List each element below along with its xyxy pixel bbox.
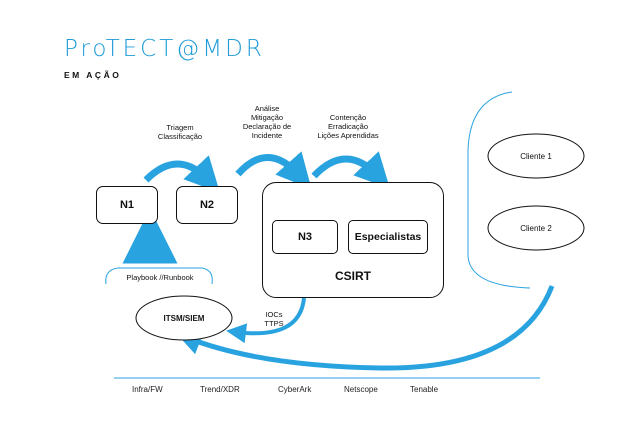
tool-infra-fw: Infra/FW xyxy=(132,385,163,394)
label-line: Erradicação xyxy=(327,122,369,131)
cliente1-ellipse xyxy=(487,133,585,179)
n2-box: N2 xyxy=(176,186,238,224)
label-line: TTPS xyxy=(264,319,284,328)
page-subtitle: EM AÇÃO xyxy=(64,70,122,80)
label-line: Lições Aprendidas xyxy=(317,131,379,140)
label-line: Declaração de xyxy=(242,122,292,131)
arrow-csirt-to-itsm xyxy=(226,297,306,344)
client-bracket xyxy=(467,91,531,289)
playbook-label: Playbook //Runbook xyxy=(126,273,194,282)
label-line: Incidente xyxy=(251,131,283,140)
triagem-label: Triagem Classificação xyxy=(140,123,220,141)
playbook-bracket xyxy=(105,267,213,285)
tool-cyberark: CyberArk xyxy=(278,385,312,394)
label-line: Classificação xyxy=(157,132,203,141)
analise-label: Análise Mitigação Declaração de Incident… xyxy=(222,104,312,140)
cliente1-label: Cliente 1 xyxy=(520,152,552,161)
arrow-n2-to-csirt xyxy=(235,151,312,190)
arrow-n1-to-n2 xyxy=(143,155,220,193)
label-line: Contenção xyxy=(329,113,367,122)
label-line: Análise xyxy=(254,104,280,113)
label-line: Mitigação xyxy=(250,113,284,122)
n1-box: N1 xyxy=(96,186,158,224)
especialistas-box: Especialistas xyxy=(348,220,428,254)
brand-logo-text: ProTECT@MDR xyxy=(64,36,265,62)
arrow-contencao xyxy=(311,151,391,189)
cliente2-ellipse xyxy=(487,205,585,251)
label-line: IOCs xyxy=(265,310,283,319)
itsm-siem-label: ITSM/SIEM xyxy=(163,314,205,323)
cliente2-label: Cliente 2 xyxy=(520,224,552,233)
arrow-clients-to-itsm xyxy=(176,285,555,371)
csirt-label: CSIRT xyxy=(335,269,371,283)
itsm-siem-ellipse xyxy=(135,295,233,341)
contencao-label: Contenção Erradicação Lições Aprendidas xyxy=(298,113,398,140)
tool-trend-xdr: Trend/XDR xyxy=(200,385,240,394)
label-line: Triagem xyxy=(166,123,194,132)
n3-box: N3 xyxy=(272,220,338,254)
tool-tenable: Tenable xyxy=(410,385,439,394)
iocs-label: IOCs TTPS xyxy=(256,310,292,328)
tool-netscope: Netscope xyxy=(344,385,378,394)
